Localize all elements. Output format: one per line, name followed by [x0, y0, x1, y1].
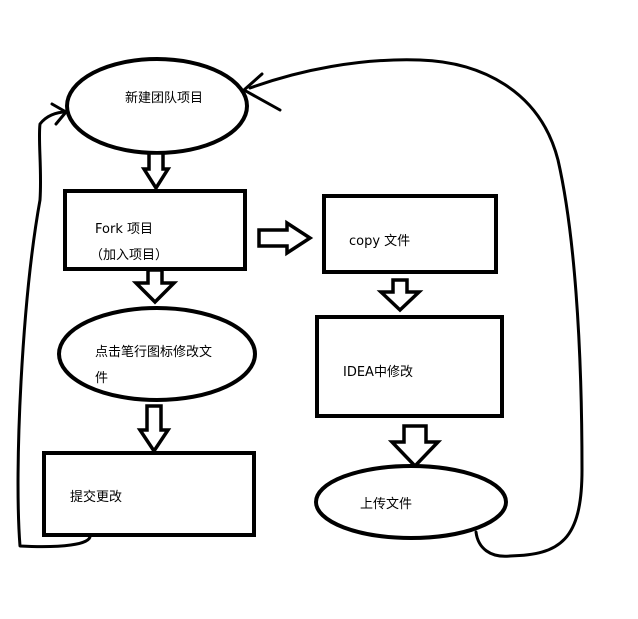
arrow-fork-to-copy	[257, 219, 314, 257]
node-create-project-label: 新建团队项目	[125, 90, 203, 106]
node-idea-edit	[315, 315, 504, 418]
node-upload-file-label: 上传文件	[360, 497, 412, 512]
loop-line-right	[248, 58, 584, 558]
arrow-idea-to-upload	[387, 424, 443, 469]
arrow-create-to-fork	[140, 151, 172, 192]
node-copy-file	[322, 194, 498, 274]
node-upload-file	[314, 464, 508, 540]
node-fork-project	[63, 189, 247, 271]
loop-line-left	[16, 110, 92, 549]
node-submit-changes	[42, 451, 256, 537]
node-fork-project-label: Fork 项目	[95, 222, 153, 237]
node-click-pen-label-1: 点击笔行图标修改文	[95, 344, 212, 360]
arrow-copy-to-idea	[376, 278, 424, 313]
node-submit-changes-label: 提交更改	[70, 489, 122, 505]
node-fork-project-sub: （加入项目）	[90, 248, 168, 263]
node-click-pen	[57, 306, 257, 402]
node-idea-edit-label: IDEA中修改	[343, 365, 413, 380]
node-copy-file-label: copy 文件	[349, 234, 410, 249]
node-create-project	[65, 57, 249, 155]
node-click-pen-label-2: 件	[95, 371, 108, 386]
arrow-fork-to-click-pen	[131, 268, 179, 305]
arrow-click-pen-to-submit	[136, 404, 172, 455]
